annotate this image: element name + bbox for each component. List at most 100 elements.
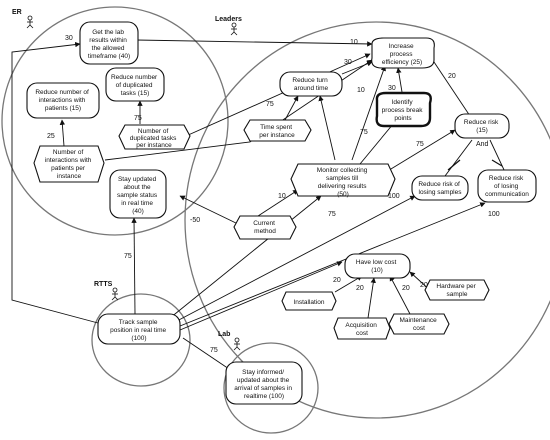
link-duptasks-to-efficiency	[185, 53, 371, 137]
and-label: And	[476, 141, 489, 148]
link-int-to-reduceint	[59, 119, 66, 147]
er-actor-label: ER	[12, 9, 22, 16]
weight-label: 75	[124, 253, 132, 260]
link-risk-to-efficiency	[429, 55, 471, 117]
node-reduce-interactions-text: Reduce number of interactions with patie…	[35, 89, 90, 112]
weight-label: 20	[420, 282, 428, 289]
node-maintenance-text: Maintenance cost	[399, 317, 438, 332]
node-reduce-turnaround-text: Reduce turn around time	[292, 77, 329, 92]
weight-label: 75	[266, 101, 274, 108]
weight-label: 20	[448, 73, 456, 80]
weight-label: 10	[350, 39, 358, 46]
node-have-low-cost[interactable]: Have low cost (10)	[344, 253, 411, 279]
weight-label: 25	[47, 133, 55, 140]
er-boundary	[1, 6, 229, 236]
link-timespent-to-turnaround	[284, 95, 299, 121]
link-track-to-losingcomm	[179, 202, 486, 327]
node-acquisition[interactable]: Acquisition cost	[333, 317, 391, 340]
node-acquisition-text: Acquisition cost	[345, 322, 378, 337]
node-time-spent-text: Time spent per instance	[259, 124, 295, 139]
weight-label: 20	[402, 285, 410, 292]
link-monitor-to-turnaround	[318, 95, 336, 161]
node-interactions-per-instance[interactable]: Number of interactions with patients per…	[33, 145, 105, 183]
link-losingcomm-to-risk	[489, 139, 506, 173]
node-current-method[interactable]: Current method	[233, 215, 297, 240]
node-reduce-duplicated-text: Reduce number of duplicated tasks (15)	[111, 74, 159, 97]
node-installation[interactable]: Installation	[281, 291, 337, 311]
link-track-to-getlab	[11, 41, 99, 324]
lab-boundary	[223, 342, 319, 434]
link-installation-to-lowcost	[334, 275, 363, 293]
link-track-to-stayupdated	[131, 217, 137, 315]
er-actor-icon	[26, 15, 34, 29]
weight-label: 75	[360, 129, 368, 136]
node-risk-losing-comm[interactable]: Reduce risk of losing communication	[477, 169, 537, 203]
link-maintenance-to-lowcost	[389, 275, 411, 315]
weight-label: 30	[344, 59, 352, 66]
leaders-boundary	[184, 21, 550, 419]
link-losingsamples-to-risk	[444, 139, 473, 177]
node-duplicated-per-instance-text: Number of duplicated tasks per instance	[130, 128, 178, 149]
node-track-sample[interactable]: Track sample position in real time (100)	[97, 313, 181, 345]
node-get-lab-results-text: Get the lab results within the allowed t…	[88, 29, 130, 60]
node-risk-losing-samples[interactable]: Reduce risk of losing samples	[411, 175, 469, 201]
lab-actor-icon	[233, 337, 241, 351]
node-stay-updated[interactable]: Stay updated about the sample status in …	[109, 169, 167, 219]
link-track-to-lowcost	[179, 261, 343, 331]
link-track-to-losingsamples	[174, 195, 416, 323]
node-reduce-turnaround[interactable]: Reduce turn around time	[279, 71, 343, 97]
node-identify-break[interactable]: Identify process break points	[375, 91, 432, 128]
node-hardware-text: Hardware per sample	[436, 283, 477, 298]
weight-label: 75	[328, 211, 336, 218]
node-reduce-risk-text: Reduce risk (15)	[464, 119, 500, 134]
node-current-method-text: Current method	[253, 220, 277, 235]
weight-label: 100	[488, 211, 500, 218]
node-installation-text: Installation	[293, 299, 324, 306]
link-monitor-to-risk	[385, 129, 456, 173]
node-duplicated-per-instance[interactable]: Number of duplicated tasks per instance	[118, 124, 191, 150]
node-hardware[interactable]: Hardware per sample	[424, 279, 490, 301]
rtts-boundary	[91, 293, 191, 387]
link-monitor-to-efficiency	[351, 65, 386, 161]
node-reduce-duplicated[interactable]: Reduce number of duplicated tasks (15)	[105, 67, 165, 102]
node-maintenance[interactable]: Maintenance cost	[388, 313, 450, 335]
weight-label: 20	[333, 277, 341, 284]
leaders-actor-icon	[230, 22, 238, 36]
node-reduce-interactions[interactable]: Reduce number of interactions with patie…	[26, 82, 100, 119]
rtts-actor-label: RTTS	[94, 281, 113, 288]
link-acquisition-to-lowcost	[367, 277, 376, 319]
node-reduce-risk[interactable]: Reduce risk (15)	[454, 113, 510, 139]
link-identify-to-efficiency	[396, 67, 403, 93]
node-stay-informed-text: Stay informed/ updated about the arrival…	[234, 369, 294, 400]
node-increase-efficiency[interactable]: Increase process efficiency (25)	[371, 37, 435, 69]
node-stay-informed[interactable]: Stay informed/ updated about the arrival…	[225, 361, 303, 405]
and-decomposition-marks	[447, 159, 503, 171]
node-interactions-per-instance-text: Number of interactions with patients per…	[45, 149, 93, 180]
link-turnaround-to-efficiency	[341, 61, 373, 75]
weight-label: 30	[388, 85, 396, 92]
link-track-to-monitor	[169, 195, 322, 319]
node-monitor-collecting[interactable]: Monitor collecting samples till deliveri…	[290, 163, 396, 198]
weight-label: 75	[416, 141, 424, 148]
node-risk-losing-comm-text: Reduce risk of losing communication	[485, 175, 529, 198]
weight-label: 10	[278, 193, 286, 200]
rtts-actor-icon	[111, 287, 119, 301]
link-current-to-stayupdated	[257, 189, 299, 217]
node-have-low-cost-text: Have low cost (10)	[356, 259, 398, 274]
weight-label: 100	[388, 193, 400, 200]
weight-label: -50	[190, 217, 200, 224]
weight-label: 75	[210, 347, 218, 354]
node-stay-updated-text: Stay updated about the sample status in …	[117, 176, 159, 215]
link-currentmethod-to-monitor	[179, 195, 239, 225]
node-track-sample-text: Track sample position in real time (100)	[110, 319, 168, 342]
weight-label: 30	[65, 35, 73, 42]
node-time-spent[interactable]: Time spent per instance	[243, 119, 312, 142]
weight-label: 20	[356, 285, 364, 292]
leaders-actor-label: Leaders	[215, 16, 242, 23]
link-stayupdated-to-efficiency	[135, 39, 373, 47]
node-risk-losing-samples-text: Reduce risk of losing samples	[418, 181, 462, 196]
node-get-lab-results[interactable]: Get the lab results within the allowed t…	[79, 21, 139, 65]
node-increase-efficiency-text: Increase process efficiency (25)	[382, 43, 422, 66]
